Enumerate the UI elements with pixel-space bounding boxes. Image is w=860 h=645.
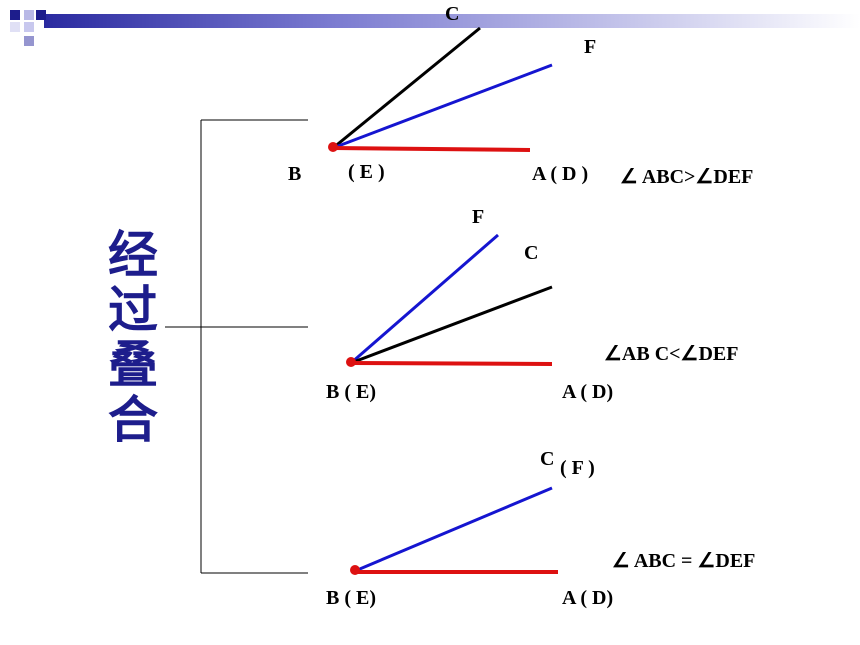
ray-BA: [332, 146, 531, 152]
vertex-point: [328, 142, 338, 152]
bracket: [165, 119, 308, 574]
label-AD: A ( D): [562, 381, 613, 403]
label-B: B: [288, 163, 301, 185]
header-square: [24, 36, 34, 46]
header-square: [24, 22, 34, 32]
label-B: B ( E): [326, 587, 376, 609]
case1-angles: C F B ( E ) A ( D ) ∠ ABC>∠DEF: [288, 3, 753, 188]
ray-BC: [350, 285, 553, 365]
label-C: C: [524, 242, 538, 264]
header-square: [10, 10, 20, 20]
label-F: F: [584, 36, 596, 58]
vertex-point: [346, 357, 356, 367]
label-F: ( F ): [560, 457, 595, 479]
ray-BC: [332, 26, 481, 150]
header-decoration: [10, 10, 860, 46]
relation-text: ∠ ABC>∠DEF: [620, 166, 753, 188]
header-square: [36, 10, 46, 20]
label-E: ( E ): [348, 161, 385, 183]
label-AD: A ( D ): [532, 163, 588, 185]
label-C: C: [445, 3, 459, 25]
label-F: F: [472, 206, 484, 228]
relation-text: ∠ ABC = ∠DEF: [612, 550, 755, 572]
header-gradient-bar: [44, 14, 860, 28]
ray-BC-EF: [354, 486, 553, 573]
ray-BA: [350, 361, 553, 366]
case2-angles: F C B ( E) A ( D) ∠AB C<∠DEF: [326, 206, 738, 403]
vertical-title: 经过叠合: [108, 226, 158, 449]
case3-angles: C ( F ) B ( E) A ( D) ∠ ABC = ∠DEF: [326, 448, 755, 609]
header-square: [10, 22, 20, 32]
relation-text: ∠AB C<∠DEF: [604, 343, 738, 365]
ray-EF: [332, 63, 553, 150]
header-square: [24, 10, 34, 20]
vertex-point: [350, 565, 360, 575]
label-C: C: [540, 448, 554, 470]
ray-EF: [350, 233, 499, 365]
label-AD: A ( D): [562, 587, 613, 609]
label-B: B ( E): [326, 381, 376, 403]
